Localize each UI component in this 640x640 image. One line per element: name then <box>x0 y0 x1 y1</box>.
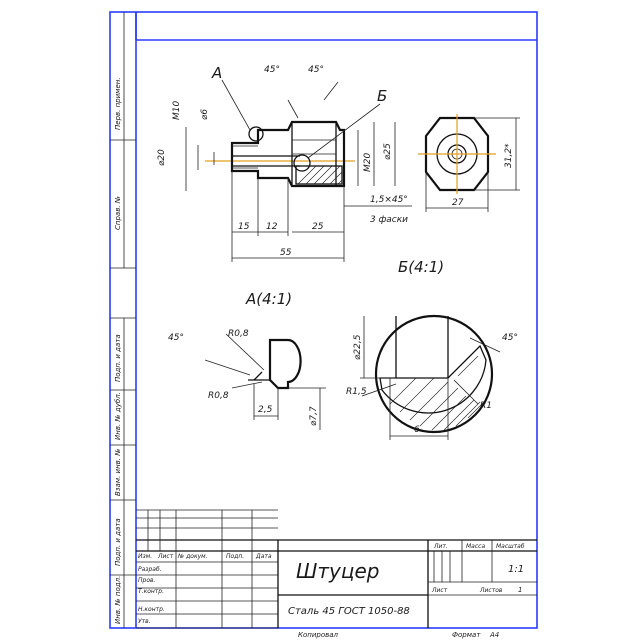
tb-part-name: Штуцер <box>296 559 380 583</box>
title-block: Изм. Лист № докум. Подп. Дата Разраб. Пр… <box>136 509 537 629</box>
tb-hdr-data: Дата <box>255 553 272 560</box>
tb-role-tkontr: Т.контр. <box>138 588 164 595</box>
dim-m10: M10 <box>172 101 182 120</box>
footer-copied: Копировал <box>298 631 339 639</box>
detail-a: А(4:1) 45° R0,8 R0,8 2,5 ⌀7,7 <box>168 290 326 430</box>
detail-a-diameter: ⌀7,7 <box>309 406 319 426</box>
detail-a-title: А(4:1) <box>245 290 292 308</box>
left-margin-table: Перв. примен. Справ. № Подп. и дата Инв.… <box>110 12 136 628</box>
dim-chamfer-note: 3 фаски <box>370 215 408 225</box>
inv-podl-label: Инв. № подл. <box>114 576 122 624</box>
footer-format: А4 <box>489 631 499 639</box>
detail-b-angle: 45° <box>502 333 518 343</box>
dim-hex-corners: 31,2* <box>504 143 514 168</box>
vzam-inv-label: Взам. инв. № <box>114 448 122 496</box>
tb-hdr-ndoc: № докум. <box>177 553 208 560</box>
dim-15: 15 <box>238 222 250 232</box>
detail-a-marker <box>248 126 264 142</box>
detail-a-outline <box>268 338 302 390</box>
dim-d20: ⌀20 <box>157 149 167 166</box>
dim-d6: ⌀6 <box>200 109 210 120</box>
podp-data-label-2: Подп. и дата <box>114 518 122 566</box>
tb-hdr-izm: Изм. <box>138 553 152 560</box>
detail-a-r-top: R0,8 <box>228 329 249 339</box>
detail-a-angle: 45° <box>168 333 184 343</box>
detail-a-width: 2,5 <box>258 405 273 415</box>
tb-hdr-podp: Подп. <box>226 553 244 560</box>
dim-angle-2: 45° <box>308 65 324 75</box>
section-hatch <box>297 165 343 185</box>
tb-role-nkontr: Н.контр. <box>138 606 165 613</box>
label-a: А <box>211 64 222 82</box>
detail-b-circle <box>374 314 494 434</box>
podp-data-label-1: Подп. и дата <box>114 334 122 382</box>
dim-25: 25 <box>312 222 324 232</box>
tb-lit-hdr: Лит. <box>433 543 448 550</box>
detail-b-width: 6 <box>414 425 420 435</box>
tb-masshtab-hdr: Масштаб <box>496 543 525 550</box>
dim-chamfer: 1,5×45° <box>370 195 408 205</box>
side-view: 27 31,2* <box>418 114 520 212</box>
tb-role-utv: Утв. <box>138 618 151 625</box>
label-b: Б <box>377 87 387 105</box>
dim-hex-flats: 27 <box>452 198 464 208</box>
detail-a-r-bot: R0,8 <box>208 391 229 401</box>
tb-listov: 1 <box>518 586 522 594</box>
part-outline <box>230 120 346 188</box>
tb-hdr-list: Лист <box>157 553 174 560</box>
sprav-label: Справ. № <box>114 196 122 230</box>
footer-format-label: Формат <box>452 631 481 639</box>
detail-b-hatch <box>389 355 485 431</box>
dim-m20: M20 <box>363 153 373 172</box>
detail-b-r-left: R1,5 <box>346 387 367 397</box>
perv-primen-label: Перв. примен. <box>114 77 122 130</box>
detail-b-title: Б(4:1) <box>398 258 444 276</box>
main-view: А Б 45° 45° ⌀20 M10 ⌀6 M20 ⌀25 1,5×45° 3… <box>157 64 412 262</box>
dim-55: 55 <box>280 248 292 258</box>
detail-b-marker <box>293 154 311 172</box>
tb-listov-hdr: Листов <box>479 587 503 594</box>
dim-d25: ⌀25 <box>383 143 393 160</box>
tb-role-razrab: Разраб. <box>138 566 162 573</box>
dim-12: 12 <box>266 222 278 232</box>
detail-b-r-right: R1 <box>480 401 492 411</box>
inv-dubl-label: Инв. № дубл. <box>114 392 122 440</box>
tb-list-hdr: Лист <box>431 587 448 594</box>
tb-masshtab: 1:1 <box>508 564 524 575</box>
detail-b-diameter: ⌀22,5 <box>353 334 363 360</box>
tb-role-prov: Пров. <box>138 577 156 584</box>
detail-b: Б(4:1) ⌀22,5 45° R1,5 R1 6 <box>346 258 518 440</box>
outer-frame <box>109 11 538 629</box>
dim-angle-1: 45° <box>264 65 280 75</box>
tb-material: Сталь 45 ГОСТ 1050-88 <box>288 606 410 617</box>
tb-massa-hdr: Масса <box>466 543 485 550</box>
